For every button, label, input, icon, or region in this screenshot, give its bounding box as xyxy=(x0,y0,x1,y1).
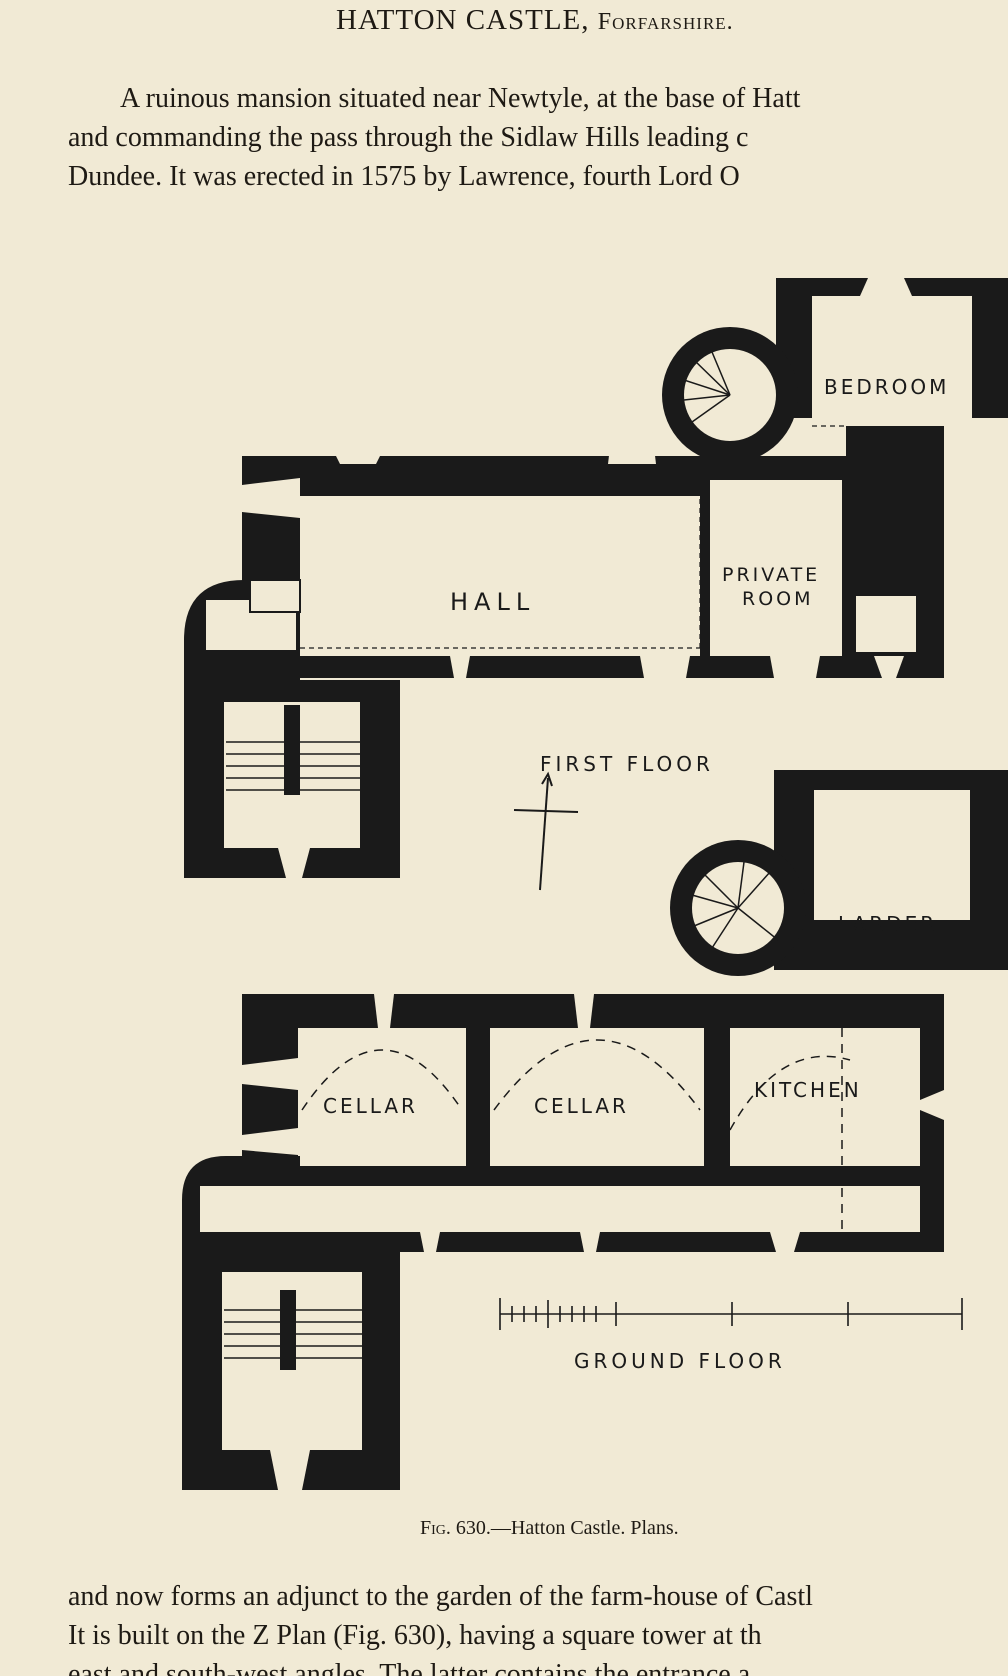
room-label-kitchen: KITCHEN xyxy=(754,1078,862,1102)
ground-floor-title: GROUND FLOOR xyxy=(574,1349,786,1373)
hall-room xyxy=(300,496,700,656)
closet xyxy=(856,592,916,652)
room-label-private: PRIVATE xyxy=(722,564,821,586)
east-wall xyxy=(846,426,944,596)
continuation-paragraph: and now forms an adjunct to the garden o… xyxy=(68,1577,1008,1676)
page-heading: HATTON CASTLE, Forfarshire. xyxy=(336,4,734,37)
cellar-one-room xyxy=(298,1028,466,1166)
hatched-block xyxy=(249,579,301,613)
castle-plan-figure: BEDROOM HALL PRIVATE ROOM FIRST FLOOR LA… xyxy=(0,250,1008,1490)
ground-floor-plan xyxy=(182,770,1008,1490)
north-arrow-icon xyxy=(513,771,579,891)
first-floor-plan xyxy=(184,278,1008,878)
room-label-larder: LARDER xyxy=(838,912,938,936)
private-room xyxy=(710,480,842,656)
east-gap xyxy=(944,456,1008,678)
stair-treads xyxy=(226,351,731,791)
floor-plans-drawing xyxy=(182,278,1008,1490)
text-line: and now forms an adjunct to the garden o… xyxy=(68,1581,813,1612)
ground-corridor xyxy=(214,1186,920,1232)
room-label-room: ROOM xyxy=(742,588,814,610)
larder-room xyxy=(814,790,970,920)
dashed-divisions xyxy=(300,425,846,650)
ground-stair-treads xyxy=(224,861,779,1359)
text-line: Dundee. It was erected in 1575 by Lawren… xyxy=(68,161,740,192)
cellar-two-room xyxy=(490,1028,704,1166)
heading-place: Forfarshire. xyxy=(597,9,734,35)
ground-window-splays xyxy=(242,994,944,1490)
room-label-hall: HALL xyxy=(450,588,536,616)
heading-title: HATTON CASTLE, xyxy=(336,4,590,36)
window-splays xyxy=(242,278,912,878)
stair-newel xyxy=(284,705,300,795)
vault-arcs xyxy=(301,1028,851,1230)
ground-sw-passage xyxy=(200,1186,300,1232)
text-line: and commanding the pass through the Sidl… xyxy=(68,122,749,153)
intro-paragraph: A ruinous mansion situated near Newtyle,… xyxy=(68,79,1008,196)
text-line: east and south-west angles. The latter c… xyxy=(68,1659,751,1676)
text-line: A ruinous mansion situated near Newtyle,… xyxy=(120,83,801,114)
caption-text: —Hatton Castle. Plans. xyxy=(490,1517,679,1539)
first-floor-title: FIRST FLOOR xyxy=(540,752,714,776)
room-label-bedroom: BEDROOM xyxy=(824,375,950,399)
room-label-cellar: CELLAR xyxy=(323,1094,418,1118)
scale-bar xyxy=(499,1298,963,1330)
ground-east-gap xyxy=(944,994,1008,1252)
figure-caption: Fig. 630.—Hatton Castle. Plans. xyxy=(420,1517,679,1540)
bedroom-room xyxy=(812,296,972,426)
room-label-cellar: CELLAR xyxy=(534,1094,629,1118)
kitchen-room xyxy=(730,1028,920,1166)
caption-figure-number: Fig. 630. xyxy=(420,1517,491,1539)
text-line: It is built on the Z Plan (Fig. 630), ha… xyxy=(68,1620,762,1651)
